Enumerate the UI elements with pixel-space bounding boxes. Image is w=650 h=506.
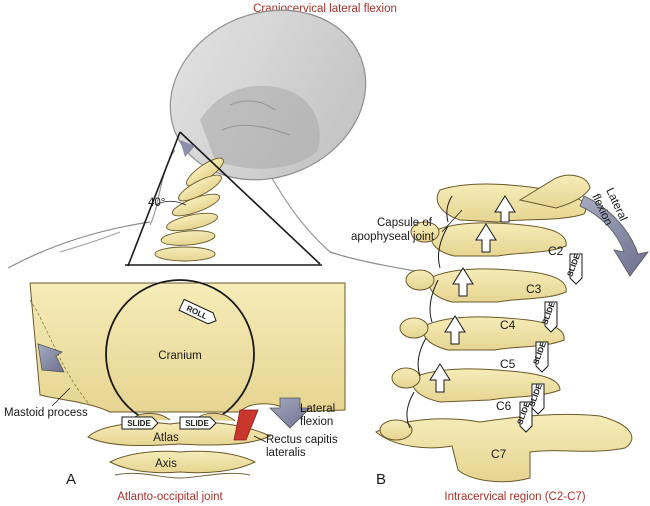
title-bottom-right: Intracervical region (C2-C7) — [444, 491, 585, 503]
rectus-label-line2: lateralis — [266, 447, 306, 459]
vertebra-c4: C4 — [500, 318, 516, 332]
panel-a-illustration — [29, 279, 346, 479]
slide-tag-left: SLIDE — [127, 419, 151, 428]
title-bottom-left: Atlanto-occipital joint — [117, 491, 223, 503]
vertebra-c6: C6 — [496, 399, 512, 413]
axis-label: Axis — [155, 458, 177, 470]
panel-b-illustration — [375, 174, 649, 483]
atlas-label: Atlas — [153, 432, 179, 444]
capsule-label-line1: Capsule of — [377, 217, 433, 229]
vertebra-c5: C5 — [500, 357, 516, 371]
vertebra-c3: C3 — [526, 282, 542, 296]
slide-tag-right: SLIDE — [185, 419, 209, 428]
lateral-flexion-a-line1: Lateral — [300, 403, 335, 415]
rectus-label-line1: Rectus capitis — [266, 434, 338, 446]
lateral-flexion-a-line2: flexion — [300, 416, 333, 428]
vertebra-c7: C7 — [491, 447, 507, 461]
vertebra-c2: C2 — [548, 244, 564, 258]
angle-label: 40° — [148, 197, 165, 209]
panel-b-letter: B — [376, 471, 386, 488]
cranium-label: Cranium — [158, 350, 201, 362]
capsule-label-line2: apophyseal joint — [351, 231, 435, 243]
mastoid-label: Mastoid process — [4, 407, 88, 419]
panel-a-letter: A — [66, 471, 76, 488]
head-neck-illustration — [7, 9, 421, 273]
